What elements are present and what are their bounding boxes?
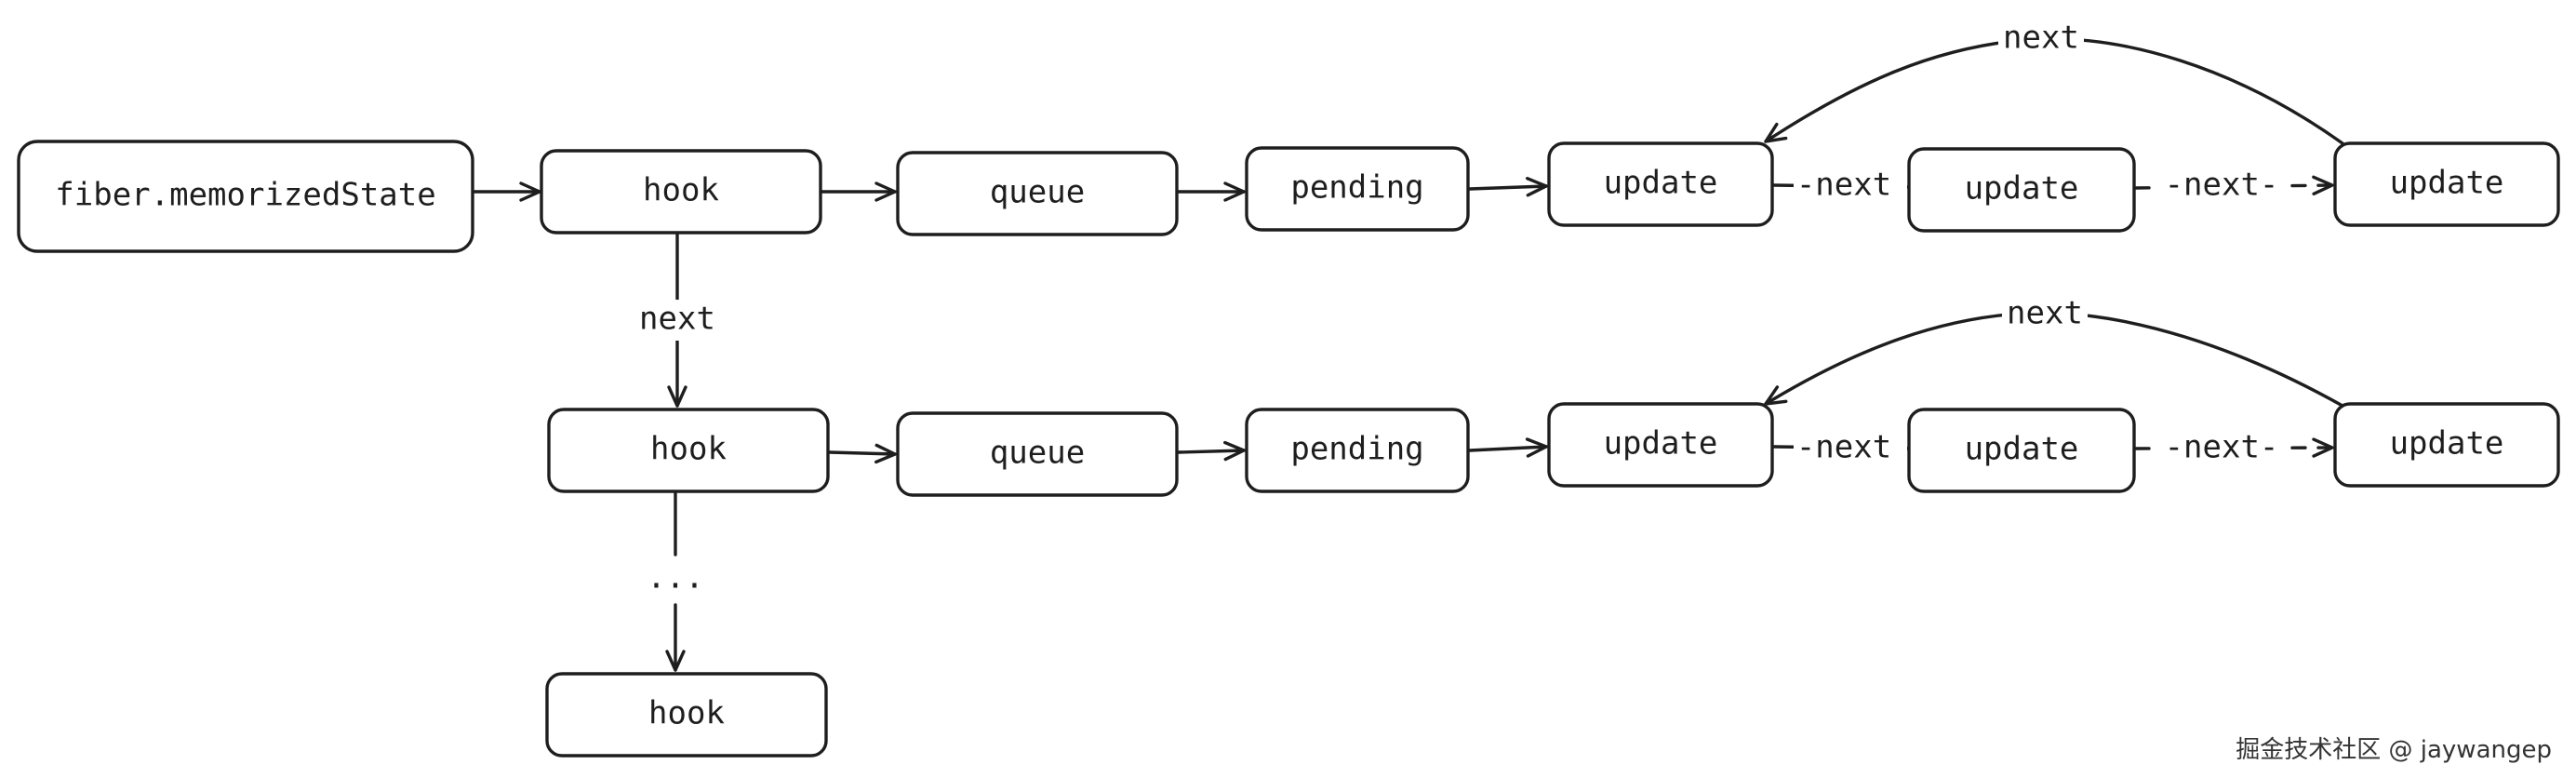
node-update-1b: update [1907,147,2136,233]
node-update-1a-label: update [1604,165,1718,202]
node-pending-2: pending [1245,408,1470,493]
edge-row1-loop-label: next [2003,20,2079,57]
edge-row2-ab-label: -next [1796,429,1891,466]
edge-row2-update2a-update2b: -next [1772,428,1909,469]
node-update-2c: update [2333,402,2560,488]
node-update-1a: update [1547,141,1774,227]
edge-hook-ellipsis-label: ... [647,559,703,597]
node-pending-2-label: pending [1290,431,1423,468]
node-hook-2-label: hook [650,431,727,468]
node-update-1c: update [2333,141,2560,227]
node-update-2a: update [1547,402,1774,488]
node-queue-1: queue [896,151,1179,236]
arrow-pending1-to-update1a [1468,177,1548,197]
edge-hook-next-label: next [639,301,715,338]
node-update-2c-label: update [2390,425,2504,463]
edge-row2-loop-update2c-update2a: next [1764,294,2344,408]
edge-row1-bc-label: -next- [2165,167,2279,204]
edge-hook1-hook2: next [633,233,722,408]
edge-row1-ab-label: -next [1796,167,1891,204]
node-hook-1: hook [540,149,822,235]
node-fiber: fiber.memorizedState [17,140,474,253]
arrow-pending2-to-update2a [1468,437,1548,458]
node-update-2b: update [1907,408,2136,493]
node-hook-3-label: hook [648,695,725,732]
node-fiber-label: fiber.memorizedState [55,177,435,214]
node-update-2b-label: update [1965,431,2079,468]
node-queue-2: queue [896,411,1179,497]
arrow-hook2-to-queue2 [828,443,897,464]
node-update-1c-label: update [2390,165,2504,202]
node-hook-3: hook [545,672,828,758]
edge-row1-update1b-update1c: -next- [2134,166,2334,207]
edge-hook2-hook3: ... [647,491,704,672]
node-hook-1-label: hook [643,172,719,209]
edge-row1-loop-update1c-update1a: next [1764,19,2344,145]
node-pending-1-label: pending [1290,169,1423,207]
node-update-2a-label: update [1604,425,1718,463]
node-pending-1: pending [1245,146,1470,232]
edge-row2-loop-label: next [2007,295,2083,332]
edge-row2-update2b-update2c: -next- [2134,428,2334,469]
edge-row2-bc-label: -next- [2165,429,2279,466]
node-update-1b-label: update [1965,170,2079,208]
watermark: 掘金技术社区 @ jaywangep [2236,736,2552,764]
arrow-queue2-to-pending2 [1177,440,1246,462]
node-hook-2: hook [547,408,830,493]
node-queue-1-label: queue [990,174,1085,211]
edge-row1-update1a-update1b: -next [1772,166,1909,207]
node-queue-2-label: queue [990,435,1085,472]
